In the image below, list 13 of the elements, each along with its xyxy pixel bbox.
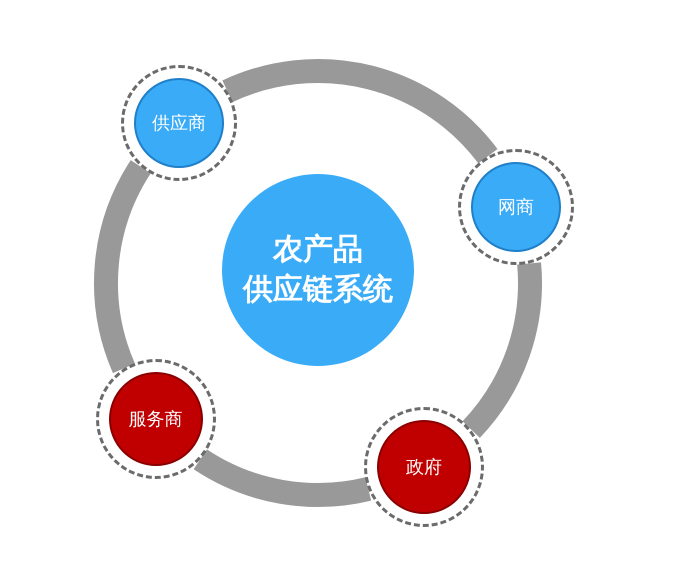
node-label: 网商	[498, 196, 534, 220]
node-label: 供应商	[152, 112, 206, 135]
center-label: 农产品供应链系统	[243, 232, 393, 307]
dashed-circle	[120, 65, 237, 181]
node-label: 服务商	[128, 408, 183, 432]
ring-arc	[94, 160, 152, 372]
dashed-circle	[96, 359, 216, 480]
dashed-circle	[364, 406, 484, 527]
node-label: 政府	[406, 456, 442, 479]
ring-arc	[462, 263, 542, 438]
dashed-circle	[458, 149, 574, 266]
ring-arc	[194, 448, 370, 507]
ring-arc	[223, 59, 498, 164]
